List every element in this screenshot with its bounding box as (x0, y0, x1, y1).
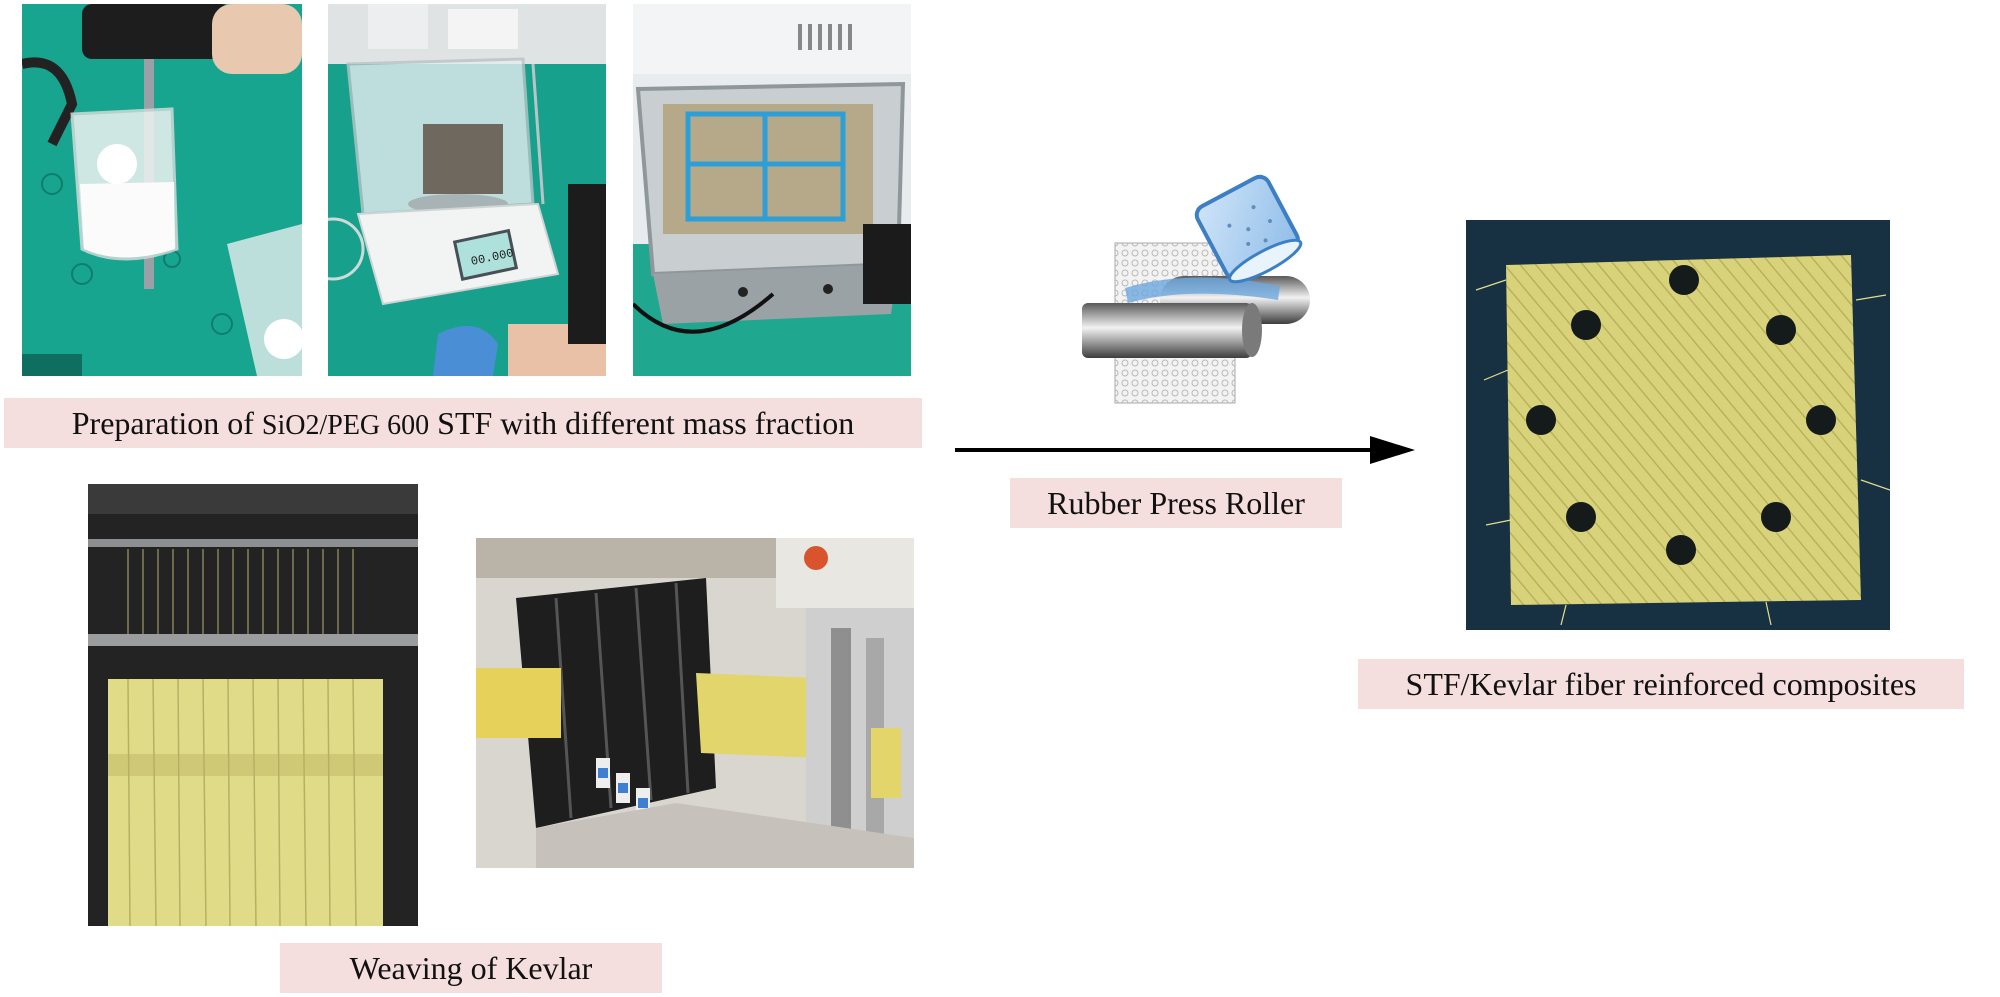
label-roller-text: Rubber Press Roller (1047, 485, 1305, 521)
right-arrow-icon (955, 436, 1415, 464)
label-preparation-chem: SiO2/PEG 600 (261, 410, 430, 441)
weaving-machine-image (476, 538, 914, 868)
label-weaving-text: Weaving of Kevlar (349, 950, 593, 986)
photo-ultrasonic-bath (633, 4, 911, 376)
analytical-balance-image: 00.000 (328, 4, 606, 376)
label-composite: STF/Kevlar fiber reinforced composites (1358, 659, 1964, 709)
photo-composite-sample (1466, 220, 1890, 630)
photo-weaving-machine (476, 538, 914, 868)
label-preparation-suffix: STF with different mass fraction (429, 405, 855, 441)
label-weaving: Weaving of Kevlar (280, 943, 662, 993)
press-roller-icon (1070, 168, 1320, 408)
photo-loom-warp (88, 484, 418, 926)
stirring-beaker-image (22, 4, 302, 376)
ultrasonic-bath-image (633, 4, 911, 376)
label-preparation: Preparation of SiO2/PEG 600 STF with dif… (4, 398, 922, 448)
photo-stirring-beaker (22, 4, 302, 376)
label-roller: Rubber Press Roller (1010, 478, 1342, 528)
composite-holes (1526, 265, 1836, 565)
loom-warp-image (88, 484, 418, 926)
roller-illustration (1082, 174, 1310, 404)
label-composite-text: STF/Kevlar fiber reinforced composites (1405, 666, 1917, 702)
composite-sample-image (1466, 220, 1890, 630)
photo-analytical-balance: 00.000 (328, 4, 606, 376)
label-preparation-prefix: Preparation of (71, 405, 262, 441)
